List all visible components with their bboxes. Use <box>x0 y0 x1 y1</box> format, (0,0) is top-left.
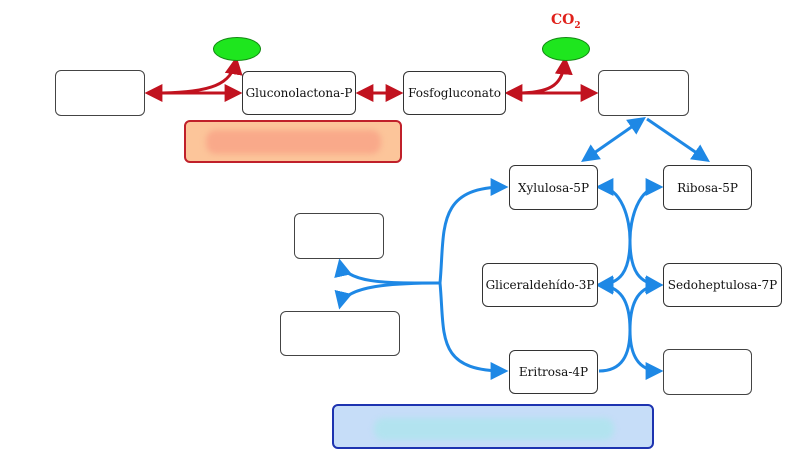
arrow-to-top-left-ellipse <box>161 56 243 95</box>
co2-ellipse <box>542 37 590 61</box>
arrow-ribosa-sedoheptulosa <box>628 178 664 294</box>
co2-label: CO2 <box>551 12 581 31</box>
arrow-to-xylulosa <box>438 178 509 284</box>
arrow-gliceraldehido-eritrosa <box>595 276 632 373</box>
node-gliceraldehido: Gliceraldehído-3P <box>482 263 598 307</box>
node-eritrosa: Eritrosa-4P <box>509 350 598 394</box>
arrow-to-co2-ellipse <box>521 56 573 95</box>
top-left-ellipse <box>213 37 261 61</box>
arrow-xylulosa-gliceraldehido <box>595 178 632 294</box>
arrow-ribulosa-ribosa <box>646 117 710 163</box>
arrow-to-upper-left-box <box>334 258 441 285</box>
arrow-to-eritrosa <box>438 282 509 380</box>
node-fosfogluconato: Fosfogluconato <box>403 71 506 115</box>
node-xylulosa: Xylulosa-5P <box>509 165 598 210</box>
blank-box-bottom-right <box>663 349 752 395</box>
blank-box-upper-left <box>294 213 384 259</box>
arrow-sedoheptulosa-bottom-right <box>628 276 664 380</box>
arrow-ribulosa-xylulosa <box>581 116 646 163</box>
node-sedoheptulosa: Sedoheptulosa-7P <box>663 263 782 307</box>
arrow-to-lower-left-box <box>334 281 441 310</box>
oxidative-phase-box <box>184 120 402 163</box>
blank-box-ribulosa <box>598 70 689 116</box>
node-gluconolactona: Gluconolactona-P <box>242 71 356 115</box>
node-ribosa: Ribosa-5P <box>663 165 752 210</box>
blank-box-glucose <box>55 70 145 116</box>
blank-box-lower-left <box>280 311 400 356</box>
nonoxidative-phase-box <box>332 404 654 449</box>
